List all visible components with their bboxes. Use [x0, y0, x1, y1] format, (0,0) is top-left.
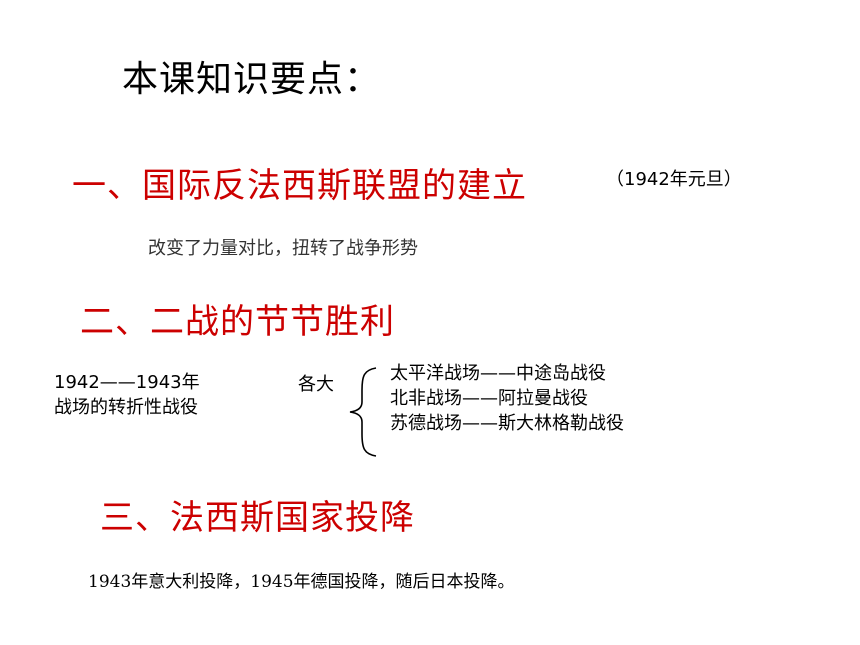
section-2-period: 1942——1943年 战场的转折性战役 — [54, 370, 200, 420]
section-3-note: 1943年意大利投降，1945年德国投降，随后日本投降。 — [88, 572, 515, 592]
period-line-1: 1942——1943年 — [54, 372, 200, 393]
battle-item: 北非战场——阿拉曼战役 — [390, 388, 588, 409]
period-line-2: 战场的转折性战役 — [54, 397, 198, 418]
battle-item: 太平洋战场——中途岛战役 — [390, 363, 606, 384]
section-3-heading: 三、法西斯国家投降 — [100, 498, 415, 538]
section-2-heading: 二、二战的节节胜利 — [80, 302, 395, 342]
section-1-heading: 一、国际反法西斯联盟的建立 — [72, 166, 527, 206]
section-1-note: 改变了力量对比，扭转了战争形势 — [148, 238, 418, 259]
curly-brace-icon — [349, 367, 377, 457]
section-2-prefix: 各大 — [298, 374, 334, 395]
battle-item: 苏德战场——斯大林格勒战役 — [390, 413, 624, 434]
battle-list: 太平洋战场——中途岛战役 北非战场——阿拉曼战役 苏德战场——斯大林格勒战役 — [390, 361, 624, 436]
section-1-date: （1942年元旦） — [606, 169, 742, 190]
page-title: 本课知识要点： — [122, 59, 382, 100]
